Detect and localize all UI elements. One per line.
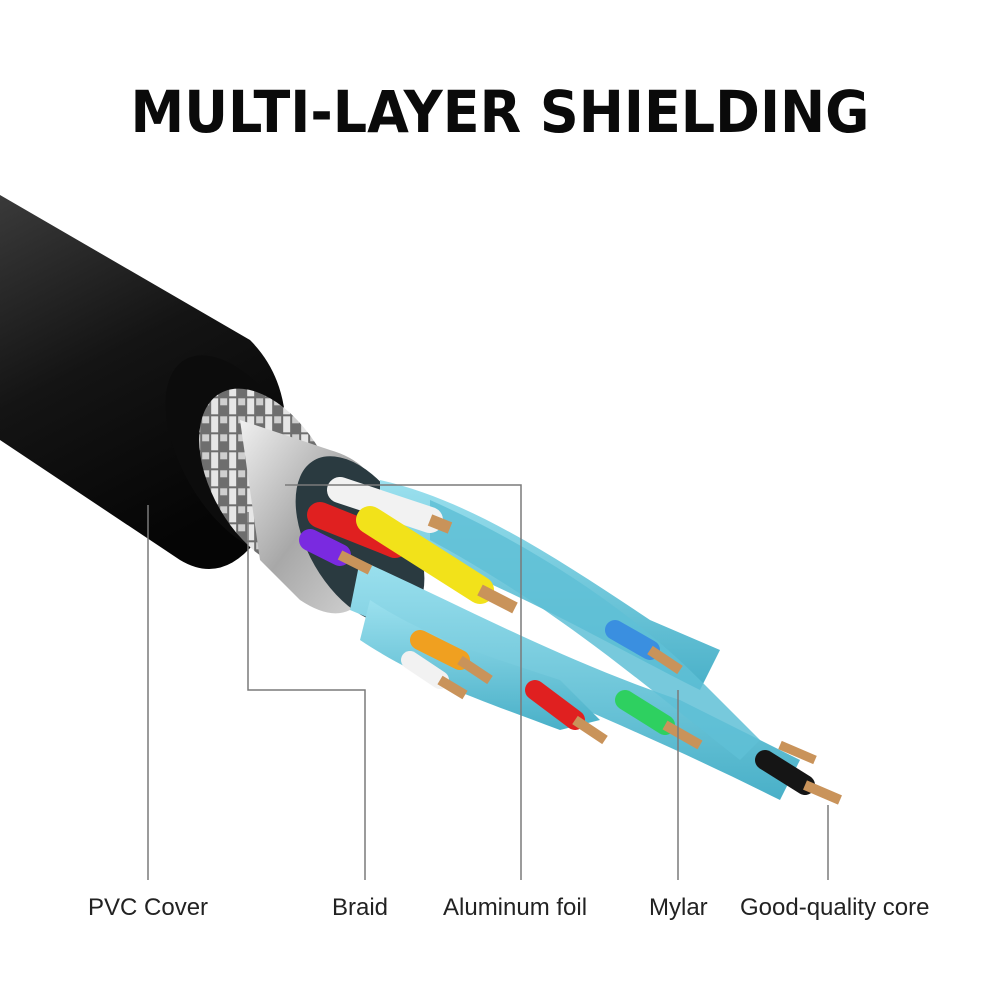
label-aluminum-foil: Aluminum foil: [443, 894, 588, 921]
label-pvc-cover: PVC Cover: [88, 894, 209, 921]
leader-braid: [247, 512, 366, 880]
label-good-quality-core: Good-quality core: [740, 894, 930, 921]
label-braid: Braid: [332, 894, 389, 921]
label-mylar: Mylar: [649, 894, 708, 921]
leader-lines: [147, 484, 829, 880]
leader-aluminum-foil: [285, 484, 522, 880]
core-wires: [299, 477, 842, 805]
page-title: MULTI-LAYER SHIELDING: [130, 78, 870, 146]
